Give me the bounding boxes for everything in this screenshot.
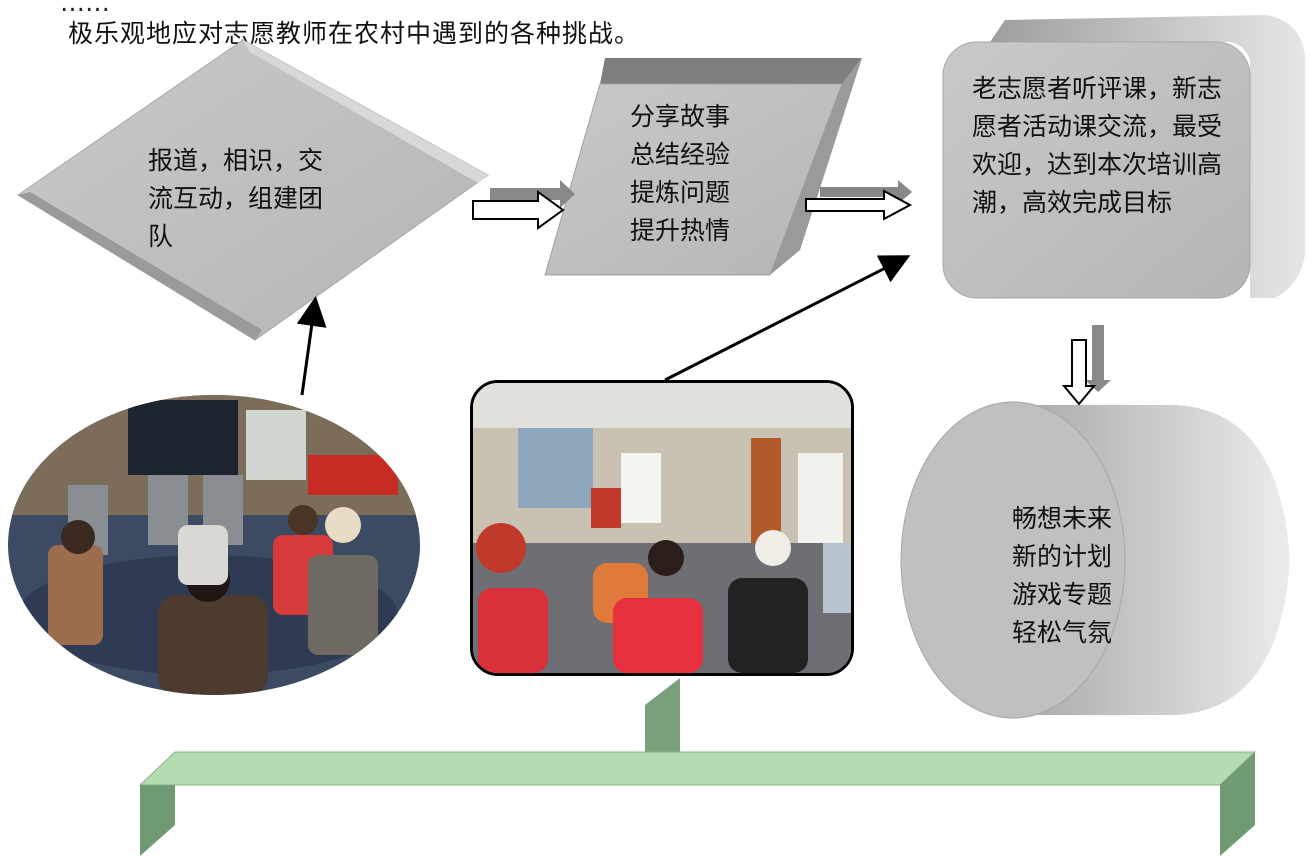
- intro-text: 极乐观地应对志愿教师在农村中遇到的各种挑战。: [68, 19, 641, 48]
- arrow-step3-to-step4: [1061, 325, 1111, 406]
- step3-text: 老志愿者听评课，新志 愿者活动课交流，最受 欢迎，达到本次培训高 潮，高效完成目…: [972, 70, 1252, 222]
- arrow-step1-to-step2: [472, 180, 575, 230]
- step3-box-shape: [942, 15, 1305, 299]
- step2-parallelogram-shape: [544, 58, 862, 276]
- step1-line-1: 报道，相识，交: [148, 146, 324, 175]
- step1-text: 报道，相识，交 流互动，组建团 队: [148, 142, 378, 256]
- intro-partial-line: ……: [60, 0, 110, 17]
- step2-text: 分享故事 总结经验 提炼问题 提升热情: [630, 98, 770, 250]
- step2-line-4: 提升热情: [630, 216, 731, 245]
- step3-line-4: 潮，高效完成目标: [972, 188, 1173, 217]
- step2-line-1: 分享故事: [630, 102, 731, 131]
- photo-team-activity: [8, 395, 420, 695]
- step3-line-2: 愿者活动课交流，最受: [972, 112, 1223, 141]
- step4-line-3: 游戏专题: [1012, 580, 1113, 609]
- step4-text: 畅想未来 新的计划 游戏专题 轻松气氛: [1012, 500, 1152, 652]
- timeline-bracket: [138, 678, 1257, 856]
- step4-line-2: 新的计划: [1012, 542, 1113, 571]
- step4-cylinder-shape: [900, 401, 1290, 719]
- step1-line-3: 队: [148, 222, 174, 251]
- step1-line-2: 流互动，组建团: [148, 184, 324, 213]
- step3-line-3: 欢迎，达到本次培训高: [972, 150, 1223, 179]
- step4-line-4: 轻松气氛: [1012, 618, 1113, 647]
- photo-seminar-room: [470, 380, 854, 676]
- photo2-to-step2-arrow: [664, 255, 911, 382]
- arrow-step2-to-step3: [805, 180, 913, 221]
- step3-line-1: 老志愿者听评课，新志: [972, 74, 1223, 103]
- step2-line-3: 提炼问题: [630, 178, 731, 207]
- step2-line-2: 总结经验: [630, 140, 731, 169]
- photo1-to-step1-arrow: [296, 296, 327, 396]
- step4-line-1: 畅想未来: [1012, 504, 1113, 533]
- step1-diamond-shape: [17, 39, 489, 341]
